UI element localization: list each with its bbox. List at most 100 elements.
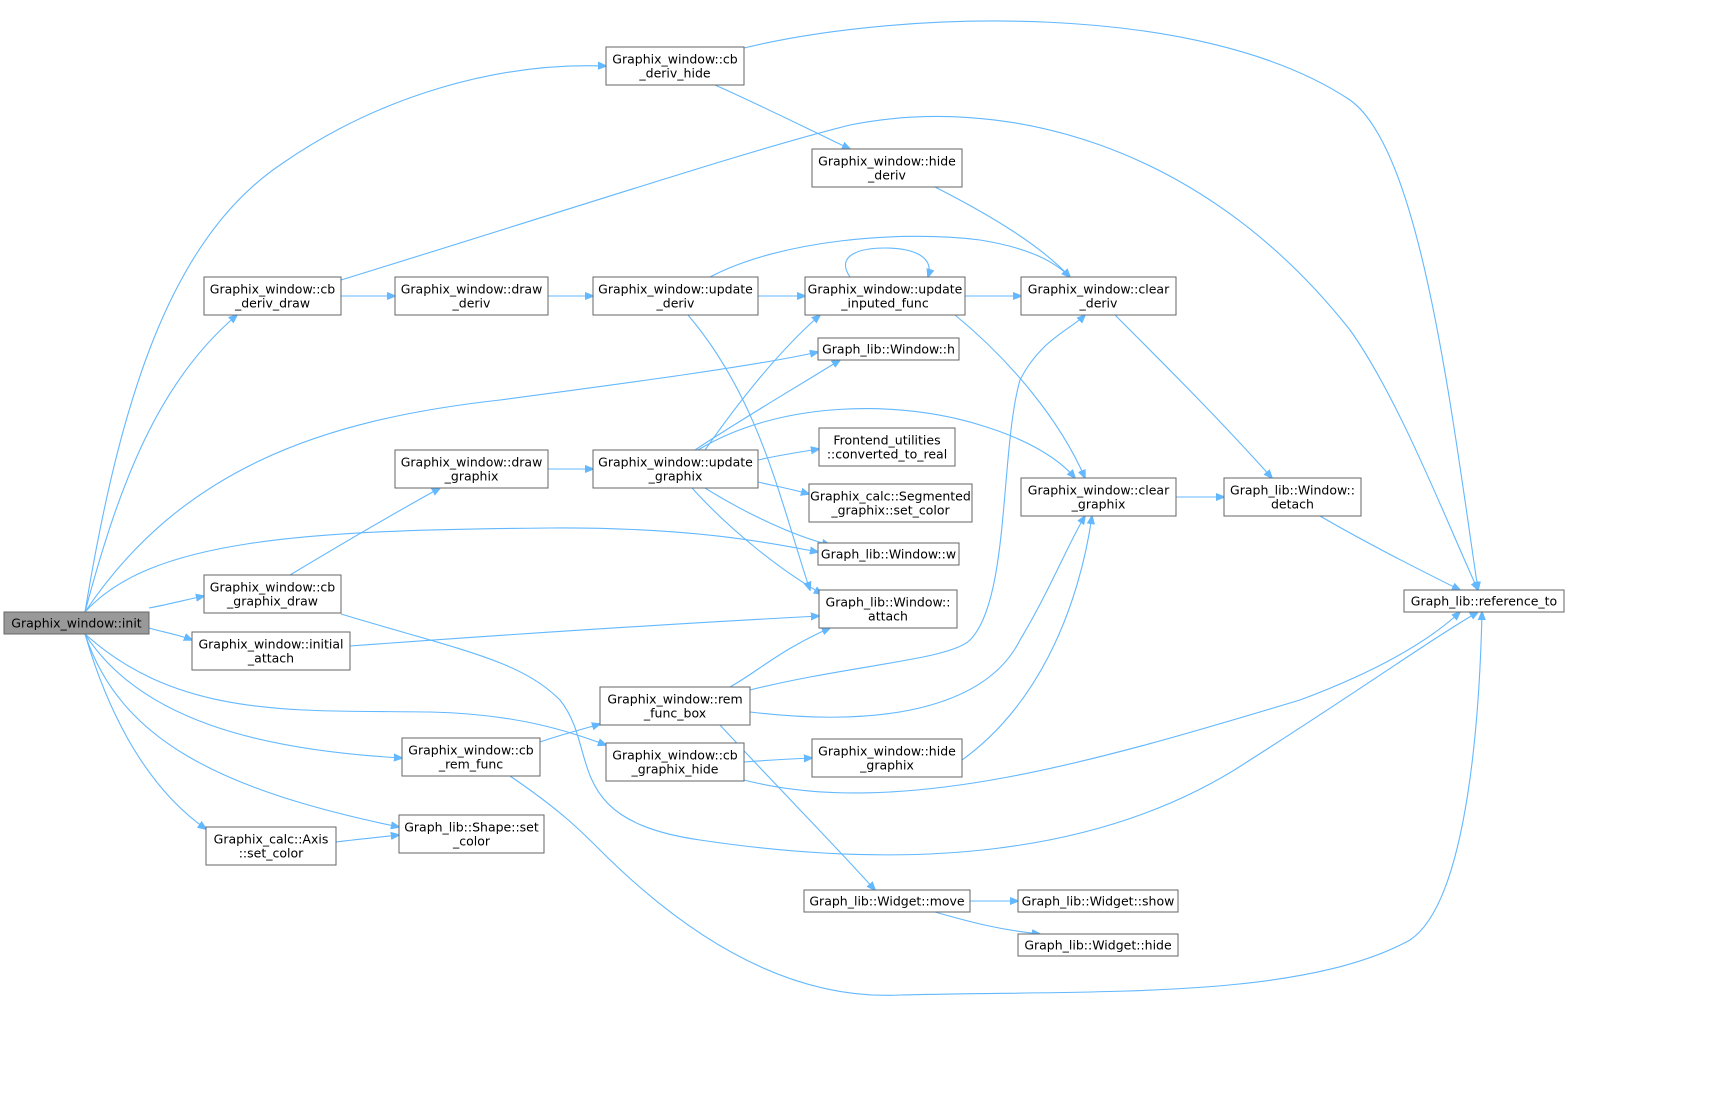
node-seg-set-color[interactable]: Graphix_calc::Segmented_graphix::set_col… xyxy=(808,483,973,523)
node-cb-deriv-draw[interactable]: Graphix_window::cb_deriv_draw xyxy=(203,276,342,316)
edge-update-graphix-to-window-h xyxy=(694,360,840,451)
node-label: _graphix xyxy=(648,469,703,484)
node-label: Graph_lib::Window:: xyxy=(1230,483,1355,498)
node-label: detach xyxy=(1271,497,1314,512)
node-reference-to[interactable]: Graph_lib::reference_to xyxy=(1403,589,1565,613)
node-box xyxy=(191,631,351,671)
node-box xyxy=(1017,933,1179,957)
node-label: Graph_lib::Widget::hide xyxy=(1024,938,1172,953)
node-update-graphix[interactable]: Graphix_window::update_graphix xyxy=(592,449,759,489)
node-label: _graphix_hide xyxy=(631,762,719,777)
node-hide-deriv[interactable]: Graphix_window::hide_deriv xyxy=(811,148,963,188)
node-label: _graphix_draw xyxy=(226,594,318,609)
edge-init-to-axis-set-color xyxy=(84,633,206,829)
edge-window-detach-to-reference-to xyxy=(1319,515,1460,590)
node-box xyxy=(605,742,745,782)
node-axis-set-color[interactable]: Graphix_calc::Axis::set_color xyxy=(205,826,337,866)
edge-update-inputed-func-to-clear-graphix xyxy=(954,314,1085,478)
edge-update-deriv-to-clear-deriv xyxy=(709,235,1070,277)
node-label: _deriv_draw xyxy=(234,296,310,311)
edge-cb-rem-func-to-rem-func-box xyxy=(539,724,600,743)
edge-update-graphix-to-seg-set-color xyxy=(757,481,809,494)
node-label: Graphix_window::clear xyxy=(1028,282,1170,297)
edge-cb-deriv-hide-to-reference-to xyxy=(743,20,1478,590)
node-label: _deriv_hide xyxy=(638,66,710,81)
node-label: _inputed_func xyxy=(840,296,929,311)
node-label: Frontend_utilities xyxy=(833,433,940,448)
node-label: _graphix xyxy=(859,758,914,773)
node-box xyxy=(817,542,960,566)
edge-cb-rem-func-to-reference-to xyxy=(509,612,1482,996)
node-cb-deriv-hide[interactable]: Graphix_window::cb_deriv_hide xyxy=(605,46,745,86)
node-label: Graph_lib::Shape::set xyxy=(404,820,539,835)
edge-init-to-initial-attach xyxy=(148,627,192,640)
node-widget-hide[interactable]: Graph_lib::Widget::hide xyxy=(1017,933,1179,957)
node-label: Graph_lib::reference_to xyxy=(1411,594,1557,609)
node-label: _attach xyxy=(247,651,294,666)
edge-update-inputed-func-to-update-inputed-func xyxy=(844,247,929,277)
node-box xyxy=(599,686,751,726)
edge-init-to-window-w xyxy=(84,527,818,613)
edge-cb-deriv-draw-to-reference-to xyxy=(340,116,1478,590)
node-converted-to-real[interactable]: Frontend_utilities::converted_to_real xyxy=(818,427,956,467)
node-label: Graphix_window::cb xyxy=(612,52,737,67)
node-box xyxy=(203,276,342,316)
node-label: Graphix_window::rem xyxy=(607,692,742,707)
node-box xyxy=(401,737,541,777)
node-label: Graphix_window::update xyxy=(808,282,963,297)
node-label: Graph_lib::Window::w xyxy=(821,547,956,562)
node-cb-graphix-draw[interactable]: Graphix_window::cb_graphix_draw xyxy=(203,574,342,614)
node-label: _func_box xyxy=(643,706,706,721)
node-draw-deriv[interactable]: Graphix_window::draw_deriv xyxy=(394,276,549,316)
node-update-deriv[interactable]: Graphix_window::update_deriv xyxy=(592,276,759,316)
node-box xyxy=(205,826,337,866)
node-widget-show[interactable]: Graph_lib::Widget::show xyxy=(1017,889,1179,913)
edge-widget-move-to-widget-hide xyxy=(934,911,1040,934)
node-label: Graphix_window::update xyxy=(598,455,753,470)
node-box xyxy=(804,276,966,316)
node-label: _color xyxy=(452,834,491,849)
node-initial-attach[interactable]: Graphix_window::initial_attach xyxy=(191,631,351,671)
node-box xyxy=(203,574,342,614)
node-window-detach[interactable]: Graph_lib::Window::detach xyxy=(1223,477,1362,517)
node-label: Graph_lib::Window::h xyxy=(822,342,955,357)
node-hide-graphix[interactable]: Graphix_window::hide_graphix xyxy=(811,738,963,778)
node-window-attach[interactable]: Graph_lib::Window::attach xyxy=(818,589,958,629)
node-window-w[interactable]: Graph_lib::Window::w xyxy=(817,542,960,566)
edge-init-to-cb-rem-func xyxy=(84,633,402,758)
node-label: Graphix_window::hide xyxy=(818,744,956,759)
node-box xyxy=(818,589,958,629)
edge-init-to-cb-deriv-hide xyxy=(84,66,606,613)
edge-init-to-window-h xyxy=(84,352,818,613)
node-label: ::converted_to_real xyxy=(827,447,947,462)
node-update-inputed-func[interactable]: Graphix_window::update_inputed_func xyxy=(804,276,966,316)
node-draw-graphix[interactable]: Graphix_window::draw_graphix xyxy=(394,449,549,489)
node-label: Graphix_calc::Axis xyxy=(214,832,329,847)
node-box xyxy=(1020,477,1177,517)
node-shape-set-color[interactable]: Graph_lib::Shape::set_color xyxy=(398,814,545,854)
node-window-h[interactable]: Graph_lib::Window::h xyxy=(817,337,960,361)
node-label: _deriv xyxy=(452,296,491,311)
edge-cb-graphix-hide-to-hide-graphix xyxy=(743,758,812,762)
node-widget-move[interactable]: Graph_lib::Widget::move xyxy=(803,889,971,913)
node-rem-func-box[interactable]: Graphix_window::rem_func_box xyxy=(599,686,751,726)
node-box xyxy=(1403,589,1565,613)
node-cb-rem-func[interactable]: Graphix_window::cb_rem_func xyxy=(401,737,541,777)
node-clear-graphix[interactable]: Graphix_window::clear_graphix xyxy=(1020,477,1177,517)
edge-update-deriv-to-window-attach xyxy=(687,314,810,590)
node-box xyxy=(808,483,973,523)
edge-cb-graphix-hide-to-reference-to xyxy=(743,612,1460,794)
node-clear-deriv[interactable]: Graphix_window::clear_deriv xyxy=(1020,276,1177,316)
node-label: Graphix_window::update xyxy=(598,282,753,297)
node-label: attach xyxy=(868,609,908,624)
node-label: Graphix_window::cb xyxy=(612,748,737,763)
node-cb-graphix-hide[interactable]: Graphix_window::cb_graphix_hide xyxy=(605,742,745,782)
node-box xyxy=(605,46,745,86)
node-label: Graphix_window::init xyxy=(11,616,141,631)
edge-update-graphix-to-converted-to-real xyxy=(757,449,819,461)
node-init[interactable]: Graphix_window::init xyxy=(3,611,150,635)
node-label: _deriv xyxy=(867,168,906,183)
node-label: Graphix_window::cb xyxy=(408,743,533,758)
edge-init-to-cb-graphix-hide xyxy=(84,633,606,745)
